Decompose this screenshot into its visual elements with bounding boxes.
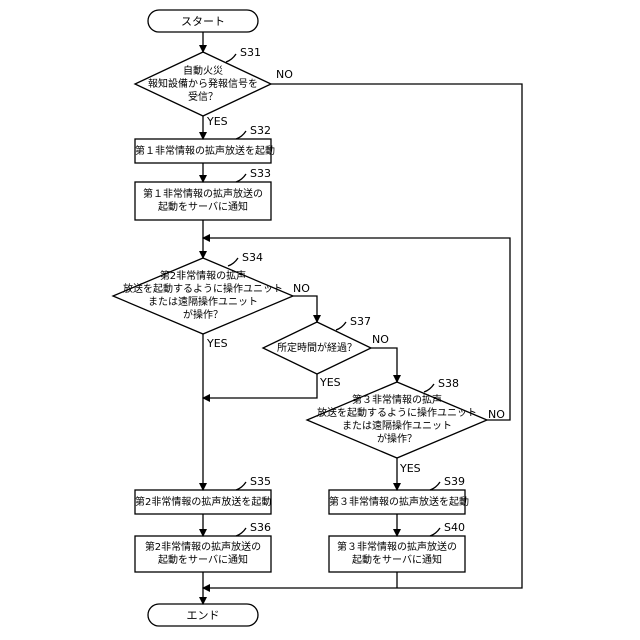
s36-step: S36 xyxy=(250,521,271,534)
s35-text: 第2非常情報の拡声放送を起動 xyxy=(135,496,271,509)
s33-line-1: 第１非常情報の拡声放送の xyxy=(135,188,271,201)
s35-line-1: 第2非常情報の拡声放送を起動 xyxy=(135,496,271,509)
s36-line-1: 第2非常情報の拡声放送の xyxy=(135,541,271,554)
s31-line-2: 報知設備から発報信号を xyxy=(135,78,271,91)
s39-step: S39 xyxy=(444,475,465,488)
s40-text: 第３非常情報の拡声放送の 起動をサーバに通知 xyxy=(329,541,465,567)
s39-line-1: 第３非常情報の拡声放送を起動 xyxy=(329,496,465,509)
s31-line-1: 自動火災 xyxy=(135,65,271,78)
flow-s34-no xyxy=(293,296,317,322)
s35-tick xyxy=(236,482,246,490)
s34-step: S34 xyxy=(242,251,263,264)
s33-step: S33 xyxy=(250,167,271,180)
s32-line-1: 第１非常情報の拡声放送を起動 xyxy=(135,145,271,158)
s40-line-2: 起動をサーバに通知 xyxy=(329,554,465,567)
s34-line-3: または遠隔操作ユニット xyxy=(113,296,293,309)
s31-tick xyxy=(226,54,236,62)
s34-line-4: が操作？ xyxy=(113,309,293,322)
s36-tick xyxy=(236,528,246,536)
s38-text: 第３非常情報の拡声 放送を起動するように操作ユニット または遠隔操作ユニット が… xyxy=(307,394,487,446)
s34-line-1: 第2非常情報の拡声 xyxy=(113,270,293,283)
s38-line-3: または遠隔操作ユニット xyxy=(307,420,487,433)
s32-text: 第１非常情報の拡声放送を起動 xyxy=(135,145,271,158)
s31-no-label: NO xyxy=(276,68,293,81)
s31-line-3: 受信？ xyxy=(135,91,271,104)
s34-yes-label: YES xyxy=(207,337,228,350)
start-label: スタート xyxy=(148,15,258,28)
s39-tick xyxy=(430,482,440,490)
s37-line-1: 所定時間が経過？ xyxy=(263,342,371,355)
flow-s38-no xyxy=(203,238,510,420)
s33-text: 第１非常情報の拡声放送の 起動をサーバに通知 xyxy=(135,188,271,214)
s38-line-2: 放送を起動するように操作ユニット xyxy=(307,407,487,420)
s34-no-label: NO xyxy=(293,282,310,295)
end-label: エンド xyxy=(148,609,258,622)
s38-no-label: NO xyxy=(488,408,505,421)
s40-tick xyxy=(430,528,440,536)
s38-line-1: 第３非常情報の拡声 xyxy=(307,394,487,407)
s37-text: 所定時間が経過？ xyxy=(263,342,371,355)
flow-s31-no xyxy=(203,84,522,588)
s35-step: S35 xyxy=(250,475,271,488)
flow-s37-no xyxy=(371,348,397,382)
s33-line-2: 起動をサーバに通知 xyxy=(135,201,271,214)
s31-step: S31 xyxy=(240,46,261,59)
s40-line-1: 第３非常情報の拡声放送の xyxy=(329,541,465,554)
s32-step: S32 xyxy=(250,124,271,137)
s38-step: S38 xyxy=(438,377,459,390)
s38-line-4: が操作？ xyxy=(307,433,487,446)
s34-text: 第2非常情報の拡声 放送を起動するように操作ユニット または遠隔操作ユニット が… xyxy=(113,270,293,322)
s39-text: 第３非常情報の拡声放送を起動 xyxy=(329,496,465,509)
s37-step: S37 xyxy=(350,315,371,328)
s38-yes-label: YES xyxy=(400,462,421,475)
s31-yes-label: YES xyxy=(207,115,228,128)
s33-tick xyxy=(236,174,246,182)
s32-tick xyxy=(236,131,246,139)
s37-no-label: NO xyxy=(372,333,389,346)
s34-line-2: 放送を起動するように操作ユニット xyxy=(113,283,293,296)
s38-tick xyxy=(424,384,434,392)
s37-yes-label: YES xyxy=(320,376,341,389)
flow-s37-yes xyxy=(203,374,317,398)
s34-tick xyxy=(228,258,238,266)
s31-text: 自動火災 報知設備から発報信号を 受信？ xyxy=(135,65,271,104)
s36-text: 第2非常情報の拡声放送の 起動をサーバに通知 xyxy=(135,541,271,567)
s37-tick xyxy=(336,322,346,330)
s40-step: S40 xyxy=(444,521,465,534)
s36-line-2: 起動をサーバに通知 xyxy=(135,554,271,567)
